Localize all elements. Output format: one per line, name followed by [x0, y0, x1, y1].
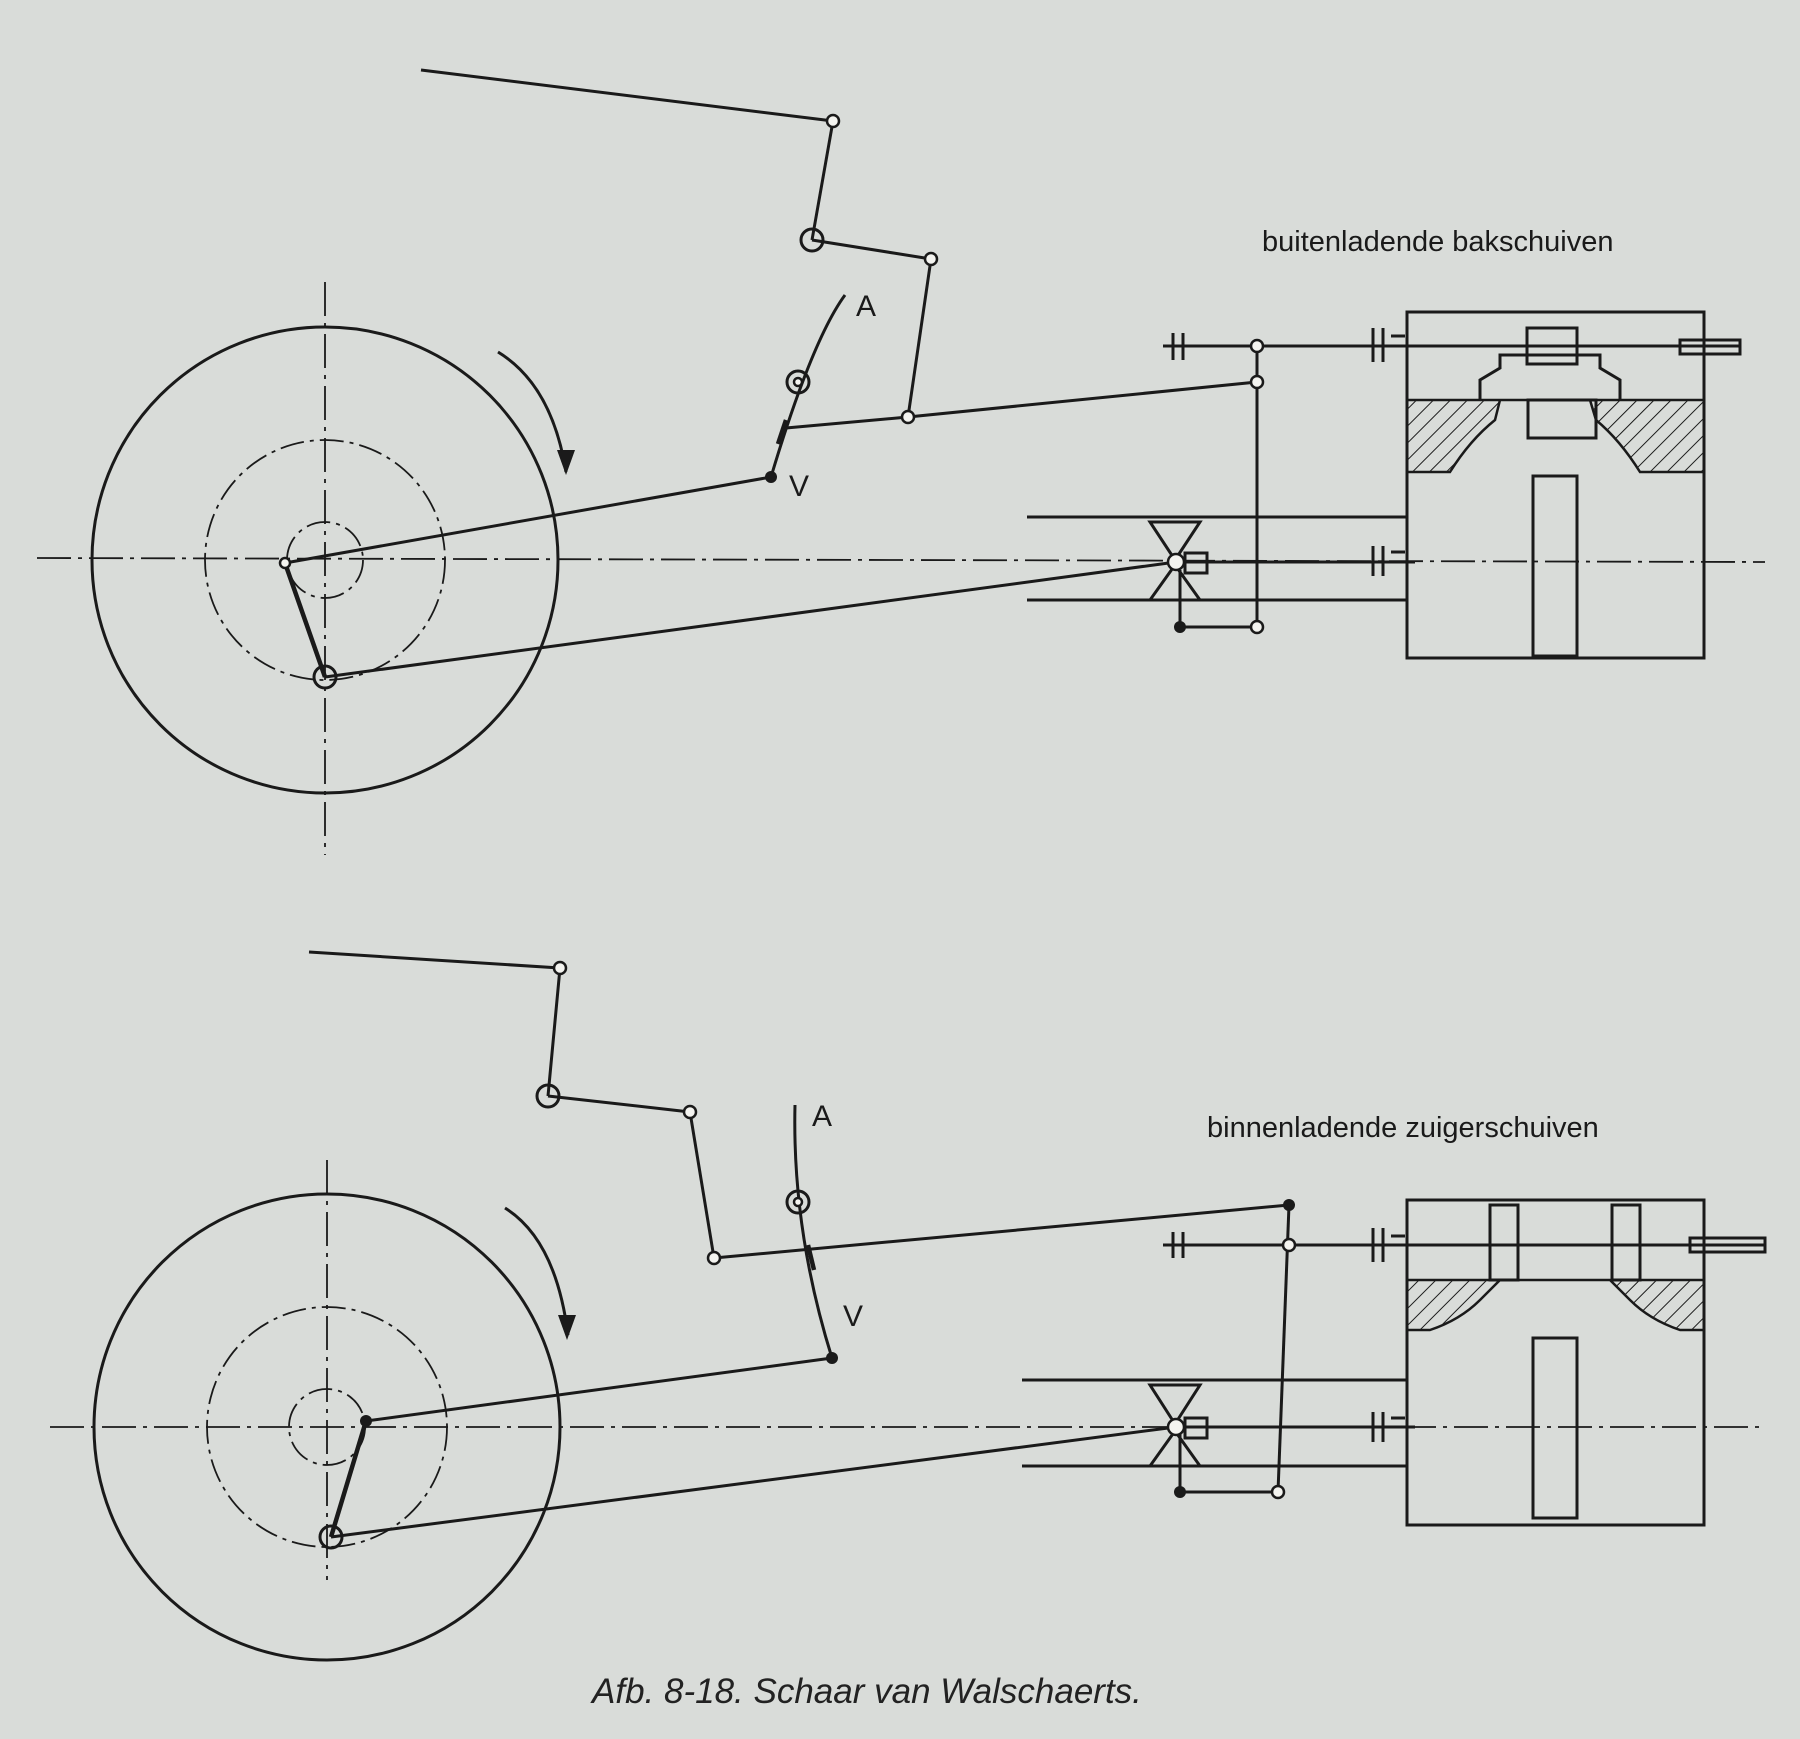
upper-linkage	[278, 68, 1740, 690]
upper-diagram	[36, 68, 1766, 855]
lower-driving-wheel	[50, 1160, 1765, 1662]
upper-driving-wheel	[36, 282, 1766, 855]
lower-diagram	[50, 950, 1767, 1662]
lower-diagram-title: binnenladende zuigerschuiven	[1207, 1112, 1599, 1144]
upper-cylinder	[1405, 310, 1742, 660]
figure-caption: Afb. 8-18. Schaar van Walschaerts.	[592, 1672, 1142, 1711]
upper-label-a: A	[856, 290, 877, 323]
lower-label-v: V	[843, 1300, 864, 1333]
lower-rotation-arrow	[558, 1315, 576, 1340]
lower-cylinder	[1405, 1198, 1767, 1527]
upper-rotation-arrow	[557, 450, 575, 475]
upper-diagram-title: buitenladende bakschuiven	[1262, 226, 1614, 258]
lower-linkage	[308, 950, 1765, 1550]
lower-label-a: A	[812, 1100, 833, 1133]
upper-label-v: V	[789, 470, 810, 503]
